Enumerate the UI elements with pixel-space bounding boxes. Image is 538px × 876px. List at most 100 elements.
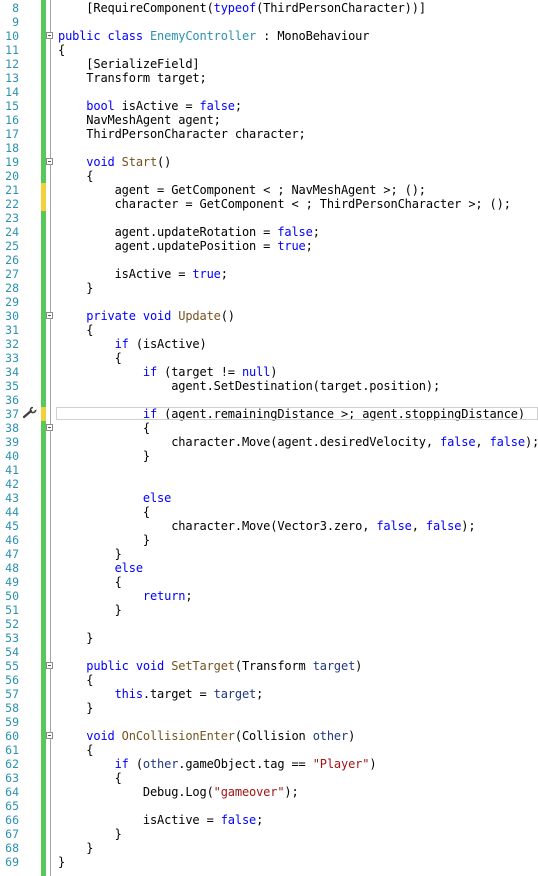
code-line[interactable]: 38 {	[0, 421, 538, 435]
code-line[interactable]: 37 if (agent.remainingDistance >; agent.…	[0, 407, 538, 421]
code-line[interactable]: 27 isActive = true;	[0, 267, 538, 281]
code-line[interactable]: 51 }	[0, 603, 538, 617]
code-text[interactable]: public void SetTarget(Transform target)	[58, 659, 362, 673]
code-text[interactable]: NavMeshAgent agent;	[58, 113, 221, 127]
code-text[interactable]: void Start()	[58, 155, 171, 169]
code-text[interactable]: if (isActive)	[58, 337, 207, 351]
code-line[interactable]: 28 }	[0, 281, 538, 295]
code-text[interactable]: }	[58, 841, 93, 855]
code-text[interactable]: if (target != null)	[58, 365, 278, 379]
code-line[interactable]: 29	[0, 295, 538, 309]
code-line[interactable]: 21 agent = GetComponent < ; NavMeshAgent…	[0, 183, 538, 197]
code-text[interactable]: }	[58, 547, 122, 561]
code-text[interactable]: {	[58, 673, 93, 687]
collapse-region-icon[interactable]	[46, 312, 53, 319]
code-line[interactable]: 65	[0, 799, 538, 813]
code-text[interactable]: Debug.Log("gameover");	[58, 785, 299, 799]
code-text[interactable]: agent.updateRotation = false;	[58, 225, 320, 239]
code-line[interactable]: 31 {	[0, 323, 538, 337]
code-text[interactable]: [SerializeField]	[58, 57, 199, 71]
code-line[interactable]: 16 NavMeshAgent agent;	[0, 113, 538, 127]
code-text[interactable]: bool isActive = false;	[58, 99, 242, 113]
code-text[interactable]: agent.SetDestination(target.position);	[58, 379, 440, 393]
code-line[interactable]: 13 Transform target;	[0, 71, 538, 85]
code-text[interactable]: }	[58, 631, 93, 645]
collapse-region-icon[interactable]	[46, 732, 53, 739]
code-text[interactable]: if (other.gameObject.tag == "Player")	[58, 757, 377, 771]
code-line[interactable]: 52	[0, 617, 538, 631]
code-text[interactable]: }	[58, 827, 122, 841]
code-line[interactable]: 9	[0, 15, 538, 29]
code-text[interactable]: Transform target;	[58, 71, 206, 85]
code-text[interactable]: }	[58, 533, 150, 547]
code-text[interactable]: if (agent.remainingDistance >; agent.sto…	[58, 407, 525, 421]
code-line[interactable]: 43 else	[0, 491, 538, 505]
code-line[interactable]: 66 isActive = false;	[0, 813, 538, 827]
code-line[interactable]: 40 }	[0, 449, 538, 463]
code-line[interactable]: 33 {	[0, 351, 538, 365]
code-line[interactable]: 61 {	[0, 743, 538, 757]
code-text[interactable]: }	[58, 449, 150, 463]
code-line[interactable]: 67 }	[0, 827, 538, 841]
code-text[interactable]: {	[58, 43, 65, 57]
code-text[interactable]: isActive = false;	[58, 813, 263, 827]
code-line[interactable]: 69}	[0, 855, 538, 869]
code-line[interactable]: 60 void OnCollisionEnter(Collision other…	[0, 729, 538, 743]
code-line[interactable]: 25 agent.updatePosition = true;	[0, 239, 538, 253]
code-line[interactable]: 64 Debug.Log("gameover");	[0, 785, 538, 799]
code-text[interactable]: {	[58, 169, 93, 183]
code-text[interactable]: character.Move(Vector3.zero, false, fals…	[58, 519, 475, 533]
code-line[interactable]: 22 character = GetComponent < ; ThirdPer…	[0, 197, 538, 211]
code-text[interactable]: public class EnemyController : MonoBehav…	[58, 29, 369, 43]
collapse-region-icon[interactable]	[46, 424, 53, 431]
code-text[interactable]: }	[58, 603, 122, 617]
code-text[interactable]: isActive = true;	[58, 267, 228, 281]
code-line[interactable]: 62 if (other.gameObject.tag == "Player")	[0, 757, 538, 771]
code-text[interactable]: else	[58, 561, 143, 575]
code-line[interactable]: 50 return;	[0, 589, 538, 603]
code-text[interactable]: character = GetComponent < ; ThirdPerson…	[58, 197, 511, 211]
code-line[interactable]: 57 this.target = target;	[0, 687, 538, 701]
code-line[interactable]: 54	[0, 645, 538, 659]
code-line[interactable]: 68 }	[0, 841, 538, 855]
code-line[interactable]: 41	[0, 463, 538, 477]
code-text[interactable]: }	[58, 281, 93, 295]
collapse-region-icon[interactable]	[46, 662, 53, 669]
code-text[interactable]: {	[58, 743, 93, 757]
code-text[interactable]: else	[58, 491, 171, 505]
code-text[interactable]: }	[58, 701, 93, 715]
code-line[interactable]: 59	[0, 715, 538, 729]
quick-actions-wrench-icon[interactable]	[22, 407, 38, 419]
code-line[interactable]: 15 bool isActive = false;	[0, 99, 538, 113]
code-text[interactable]: }	[58, 855, 65, 869]
collapse-region-icon[interactable]	[46, 158, 53, 165]
code-line[interactable]: 53 }	[0, 631, 538, 645]
code-text[interactable]: this.target = target;	[58, 687, 264, 701]
code-line[interactable]: 26	[0, 253, 538, 267]
code-line[interactable]: 12 [SerializeField]	[0, 57, 538, 71]
code-line[interactable]: 35 agent.SetDestination(target.position)…	[0, 379, 538, 393]
code-line[interactable]: 46 }	[0, 533, 538, 547]
code-line[interactable]: 18	[0, 141, 538, 155]
code-line[interactable]: 49 {	[0, 575, 538, 589]
code-text[interactable]: {	[58, 771, 122, 785]
code-line[interactable]: 11{	[0, 43, 538, 57]
code-line[interactable]: 58 }	[0, 701, 538, 715]
code-line[interactable]: 20 {	[0, 169, 538, 183]
code-line[interactable]: 14	[0, 85, 538, 99]
code-text[interactable]: return;	[58, 589, 193, 603]
code-line[interactable]: 36	[0, 393, 538, 407]
code-line[interactable]: 47 }	[0, 547, 538, 561]
code-line[interactable]: 56 {	[0, 673, 538, 687]
code-line[interactable]: 55 public void SetTarget(Transform targe…	[0, 659, 538, 673]
collapse-region-icon[interactable]	[46, 32, 53, 39]
code-line[interactable]: 45 character.Move(Vector3.zero, false, f…	[0, 519, 538, 533]
code-line[interactable]: 32 if (isActive)	[0, 337, 538, 351]
code-text[interactable]: void OnCollisionEnter(Collision other)	[58, 729, 355, 743]
code-line[interactable]: 44 {	[0, 505, 538, 519]
code-line[interactable]: 39 character.Move(agent.desiredVelocity,…	[0, 435, 538, 449]
code-text[interactable]: private void Update()	[58, 309, 235, 323]
code-line[interactable]: 30 private void Update()	[0, 309, 538, 323]
code-text[interactable]: {	[58, 351, 122, 365]
